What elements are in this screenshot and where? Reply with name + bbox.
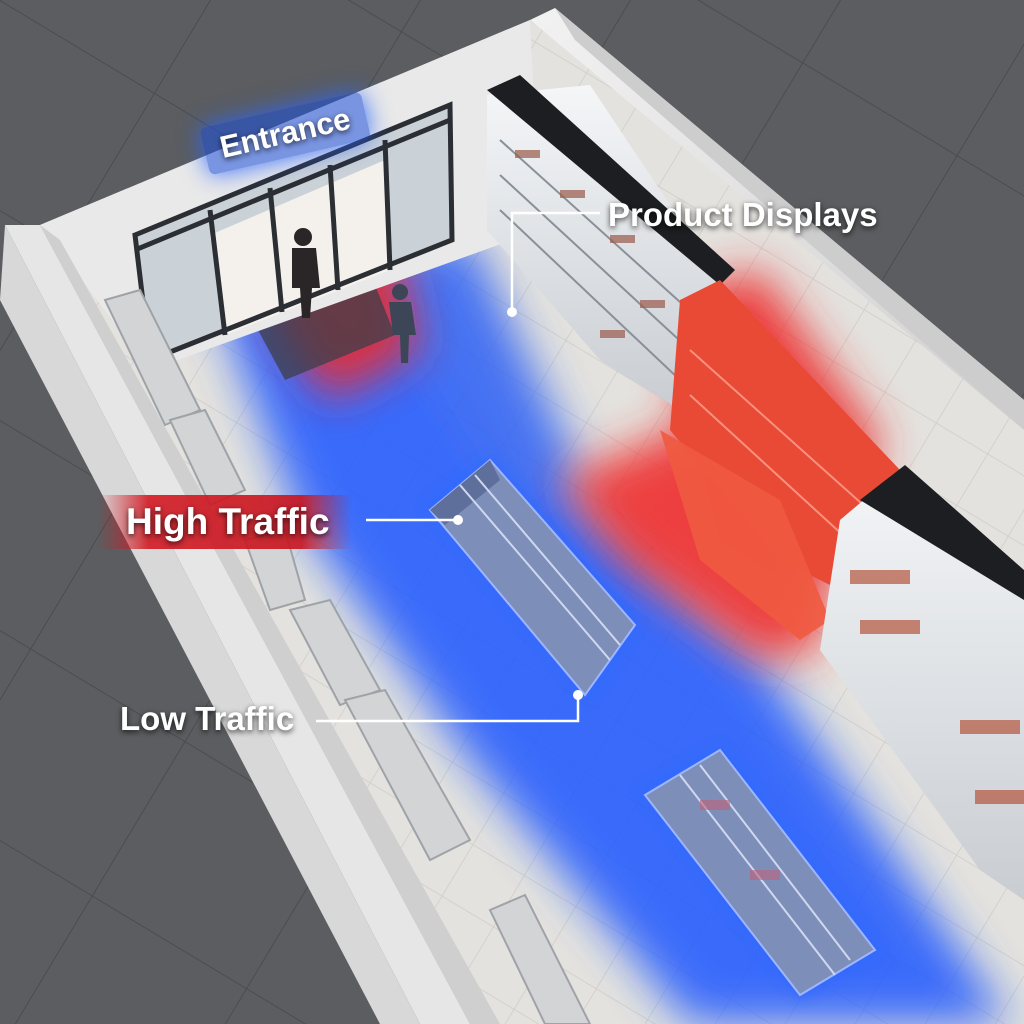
callout-dots xyxy=(453,307,583,700)
low-traffic-label: Low Traffic xyxy=(120,700,295,737)
product-displays-marker xyxy=(507,307,517,317)
left-wall xyxy=(5,225,470,1024)
low-traffic-marker xyxy=(573,690,583,700)
right-wall xyxy=(530,8,1024,430)
shopper-1 xyxy=(292,228,320,318)
shopper-2 xyxy=(389,284,416,363)
product-display-cases xyxy=(487,75,1024,900)
center-display-unit-1 xyxy=(425,455,640,700)
center-display-unit-2 xyxy=(640,745,880,1000)
product-displays-label: Product Displays xyxy=(608,196,878,233)
left-wall-shelves xyxy=(103,288,592,1024)
entrance-mat xyxy=(258,285,395,380)
entrance-doors xyxy=(132,101,455,364)
high-traffic-marker xyxy=(453,515,463,525)
high-traffic-label: High Traffic xyxy=(98,495,352,549)
callout-lines xyxy=(316,211,600,723)
